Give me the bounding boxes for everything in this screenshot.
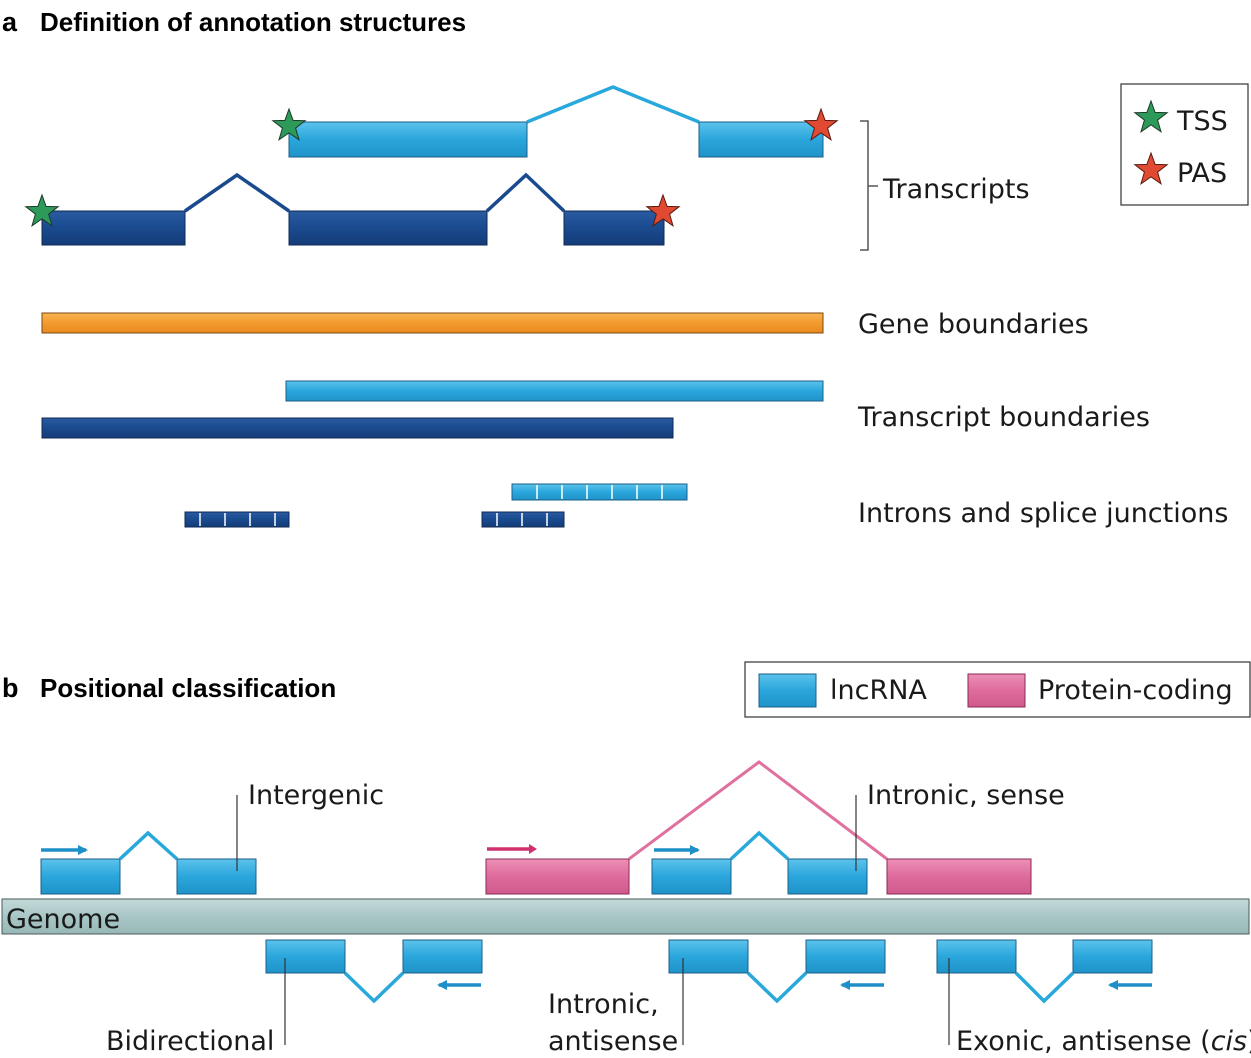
panel-b-title: Positional classification — [40, 673, 336, 703]
legend-gene-types: lncRNA Protein-coding — [744, 661, 1251, 718]
pas-star-icon — [645, 193, 681, 228]
intergenic-lncrna — [40, 795, 257, 895]
transcript-light-blue — [288, 85, 824, 158]
intron-line — [485, 172, 566, 213]
intron-line — [526, 85, 700, 124]
intronic-antisense-label-line1: Intronic, — [548, 989, 659, 1020]
tss-star-icon — [24, 193, 60, 228]
bidirectional-label: Bidirectional — [106, 1026, 274, 1057]
transcripts-bracket — [860, 120, 878, 251]
introns-label: Introns and splice junctions — [858, 498, 1228, 529]
gene-boundary-bar — [41, 312, 824, 334]
exon — [698, 121, 824, 158]
tss-legend-star-icon — [1133, 99, 1169, 134]
transcript-boundary-bar — [285, 380, 824, 402]
exon — [563, 210, 665, 246]
panel-b-letter: b — [2, 673, 19, 703]
bidirectional-lncrna — [265, 939, 483, 1045]
transcripts-label: Transcripts — [882, 174, 1030, 205]
transcript-boundary-bar — [41, 417, 674, 439]
intron-segments — [184, 483, 688, 528]
genome-bar — [1, 898, 1250, 935]
exon — [288, 121, 528, 158]
genome-label: Genome — [6, 904, 120, 935]
intronic-antisense-lncrna — [668, 939, 886, 1045]
intronic-sense-lncrna — [651, 795, 868, 895]
legend-tss-label: TSS — [1176, 106, 1228, 137]
protein-coding-gene — [485, 760, 1032, 895]
exon — [288, 210, 488, 246]
lncrna-swatch — [758, 673, 817, 708]
transcript-boundaries-label: Transcript boundaries — [857, 402, 1150, 433]
exon — [41, 210, 186, 246]
intron-line — [184, 172, 290, 213]
gene-boundaries-label: Gene boundaries — [858, 309, 1089, 340]
exonic-antisense-lncrna — [936, 939, 1153, 1045]
panel-a-letter: a — [2, 7, 18, 37]
legend-protein-coding-label: Protein-coding — [1038, 675, 1233, 706]
protein-coding-swatch — [967, 673, 1026, 708]
intronic-antisense-label-line2: antisense — [548, 1026, 678, 1057]
tss-star-icon — [271, 107, 307, 142]
legend-tss-pas: TSS PAS — [1120, 83, 1249, 206]
legend-lncrna-label: lncRNA — [830, 675, 927, 706]
legend-pas-label: PAS — [1177, 158, 1227, 189]
pas-star-icon — [803, 107, 839, 142]
intronic-sense-label: Intronic, sense — [867, 780, 1065, 811]
transcript-dark-blue — [41, 172, 665, 246]
exonic-antisense-label: Exonic, antisense (cis) — [956, 1026, 1251, 1057]
intergenic-label: Intergenic — [248, 780, 384, 811]
panel-a-title: Definition of annotation structures — [40, 7, 466, 37]
pas-legend-star-icon — [1133, 151, 1169, 186]
